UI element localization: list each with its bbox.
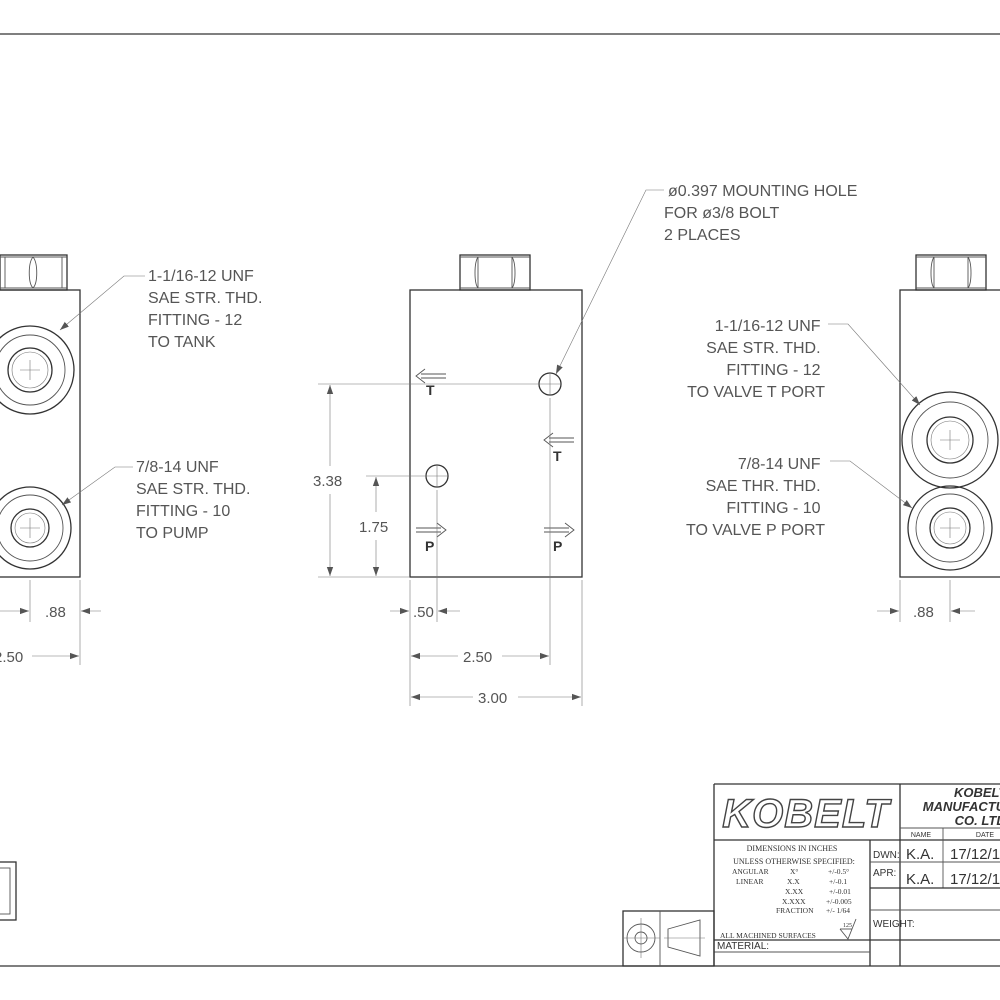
dwn-label: DWN: [873,850,900,861]
apr-label: APR: [873,868,896,879]
center-dim-338: 3.38 [313,473,342,490]
left-pump-port [0,486,72,570]
svg-text:X.X: X.X [787,877,800,886]
svg-text:T: T [553,448,562,464]
col-name-label: NAME [911,832,932,839]
material-label: MATERIAL: [717,941,769,952]
surface-finish-symbol: 125 [839,918,857,940]
right-dim-88: .88 [913,604,934,621]
left-view: 1-1/16-12 UNF SAE STR. THD. FITTING - 12… [0,254,267,666]
apr-name: K.A. [906,871,934,888]
svg-text:125: 125 [843,923,852,929]
left-hex-fitting [0,254,68,291]
right-hex-fitting [915,254,987,291]
left-pump-note: 7/8-14 UNF SAE STR. THD. FITTING - 10 TO… [136,459,255,542]
dwn-date: 17/12/1 [950,846,1000,863]
svg-text:+/-0.1: +/-0.1 [829,877,847,886]
t-arrow-left: T [415,368,446,398]
company-name: KOBELT MANUFACTURING CO. LTD. [923,785,1000,828]
left-tank-port [0,325,75,415]
svg-text:FRACTION: FRACTION [776,906,814,915]
linear-label: LINEAR [736,877,764,886]
apr-date: 17/12/1 [950,871,1000,888]
center-dim-175: 1.75 [359,519,388,536]
center-dim-50: .50 [413,604,434,621]
unless-label: UNLESS OTHERWISE SPECIFIED: [733,857,855,866]
center-dim-300: 3.00 [478,690,507,707]
svg-text:P: P [553,538,562,554]
kobelt-logo: KOBELT [722,792,892,836]
projection-symbol-box [622,910,715,967]
right-p-port [907,485,993,571]
p-arrow-left: P [416,522,447,554]
svg-text:P: P [425,538,434,554]
dwn-name: K.A. [906,846,934,863]
angular-key: X° [790,867,798,876]
svg-text:+/-0.01: +/-0.01 [829,887,851,896]
center-dim-250: 2.50 [463,649,492,666]
left-edge-box [0,861,17,921]
svg-text:T: T [426,382,435,398]
title-block: KOBELT KOBELT MANUFACTURING CO. LTD. NAM… [622,783,1000,967]
tolerance-rows: X.X +/-0.1 X.XX +/-0.01 X.XXX +/-0.005 F… [776,877,852,915]
angular-tol: +/-0.5° [828,867,849,876]
right-t-note: 1-1/16-12 UNF SAE STR. THD. FITTING - 12… [687,318,825,401]
right-view: 1-1/16-12 UNF SAE STR. THD. FITTING - 12… [686,254,1000,622]
right-p-note: 7/8-14 UNF SAE THR. THD. FITTING - 10 TO… [686,456,825,539]
weight-label: WEIGHT: [873,919,915,930]
projection-cone [667,919,701,957]
col-date-label: DATE [976,832,994,839]
angular-label: ANGULAR [732,867,769,876]
left-dim-88: .88 [45,604,66,621]
dims-title: DIMENSIONS IN INCHES [747,844,838,853]
mounting-hole-note: ø0.397 MOUNTING HOLE FOR ø3/8 BOLT 2 PLA… [664,183,862,244]
p-arrow-right: P [544,522,575,554]
svg-text:+/- 1/64: +/- 1/64 [826,906,850,915]
center-block [409,289,583,578]
svg-text:X.XX: X.XX [785,887,804,896]
t-arrow-right: T [543,432,574,464]
left-tank-note: 1-1/16-12 UNF SAE STR. THD. FITTING - 12… [148,268,267,351]
left-dim-250: 2.50 [0,649,23,666]
center-hex-fitting [459,254,531,291]
center-view: T T P P ø0.397 MOUNTING HOLE FOR ø3/8 BO… [313,183,862,707]
svg-text:+/-0.005: +/-0.005 [826,897,852,906]
svg-text:X.XXX: X.XXX [782,897,806,906]
right-t-port [901,391,999,489]
machined-surfaces-label: ALL MACHINED SURFACES [720,931,816,940]
